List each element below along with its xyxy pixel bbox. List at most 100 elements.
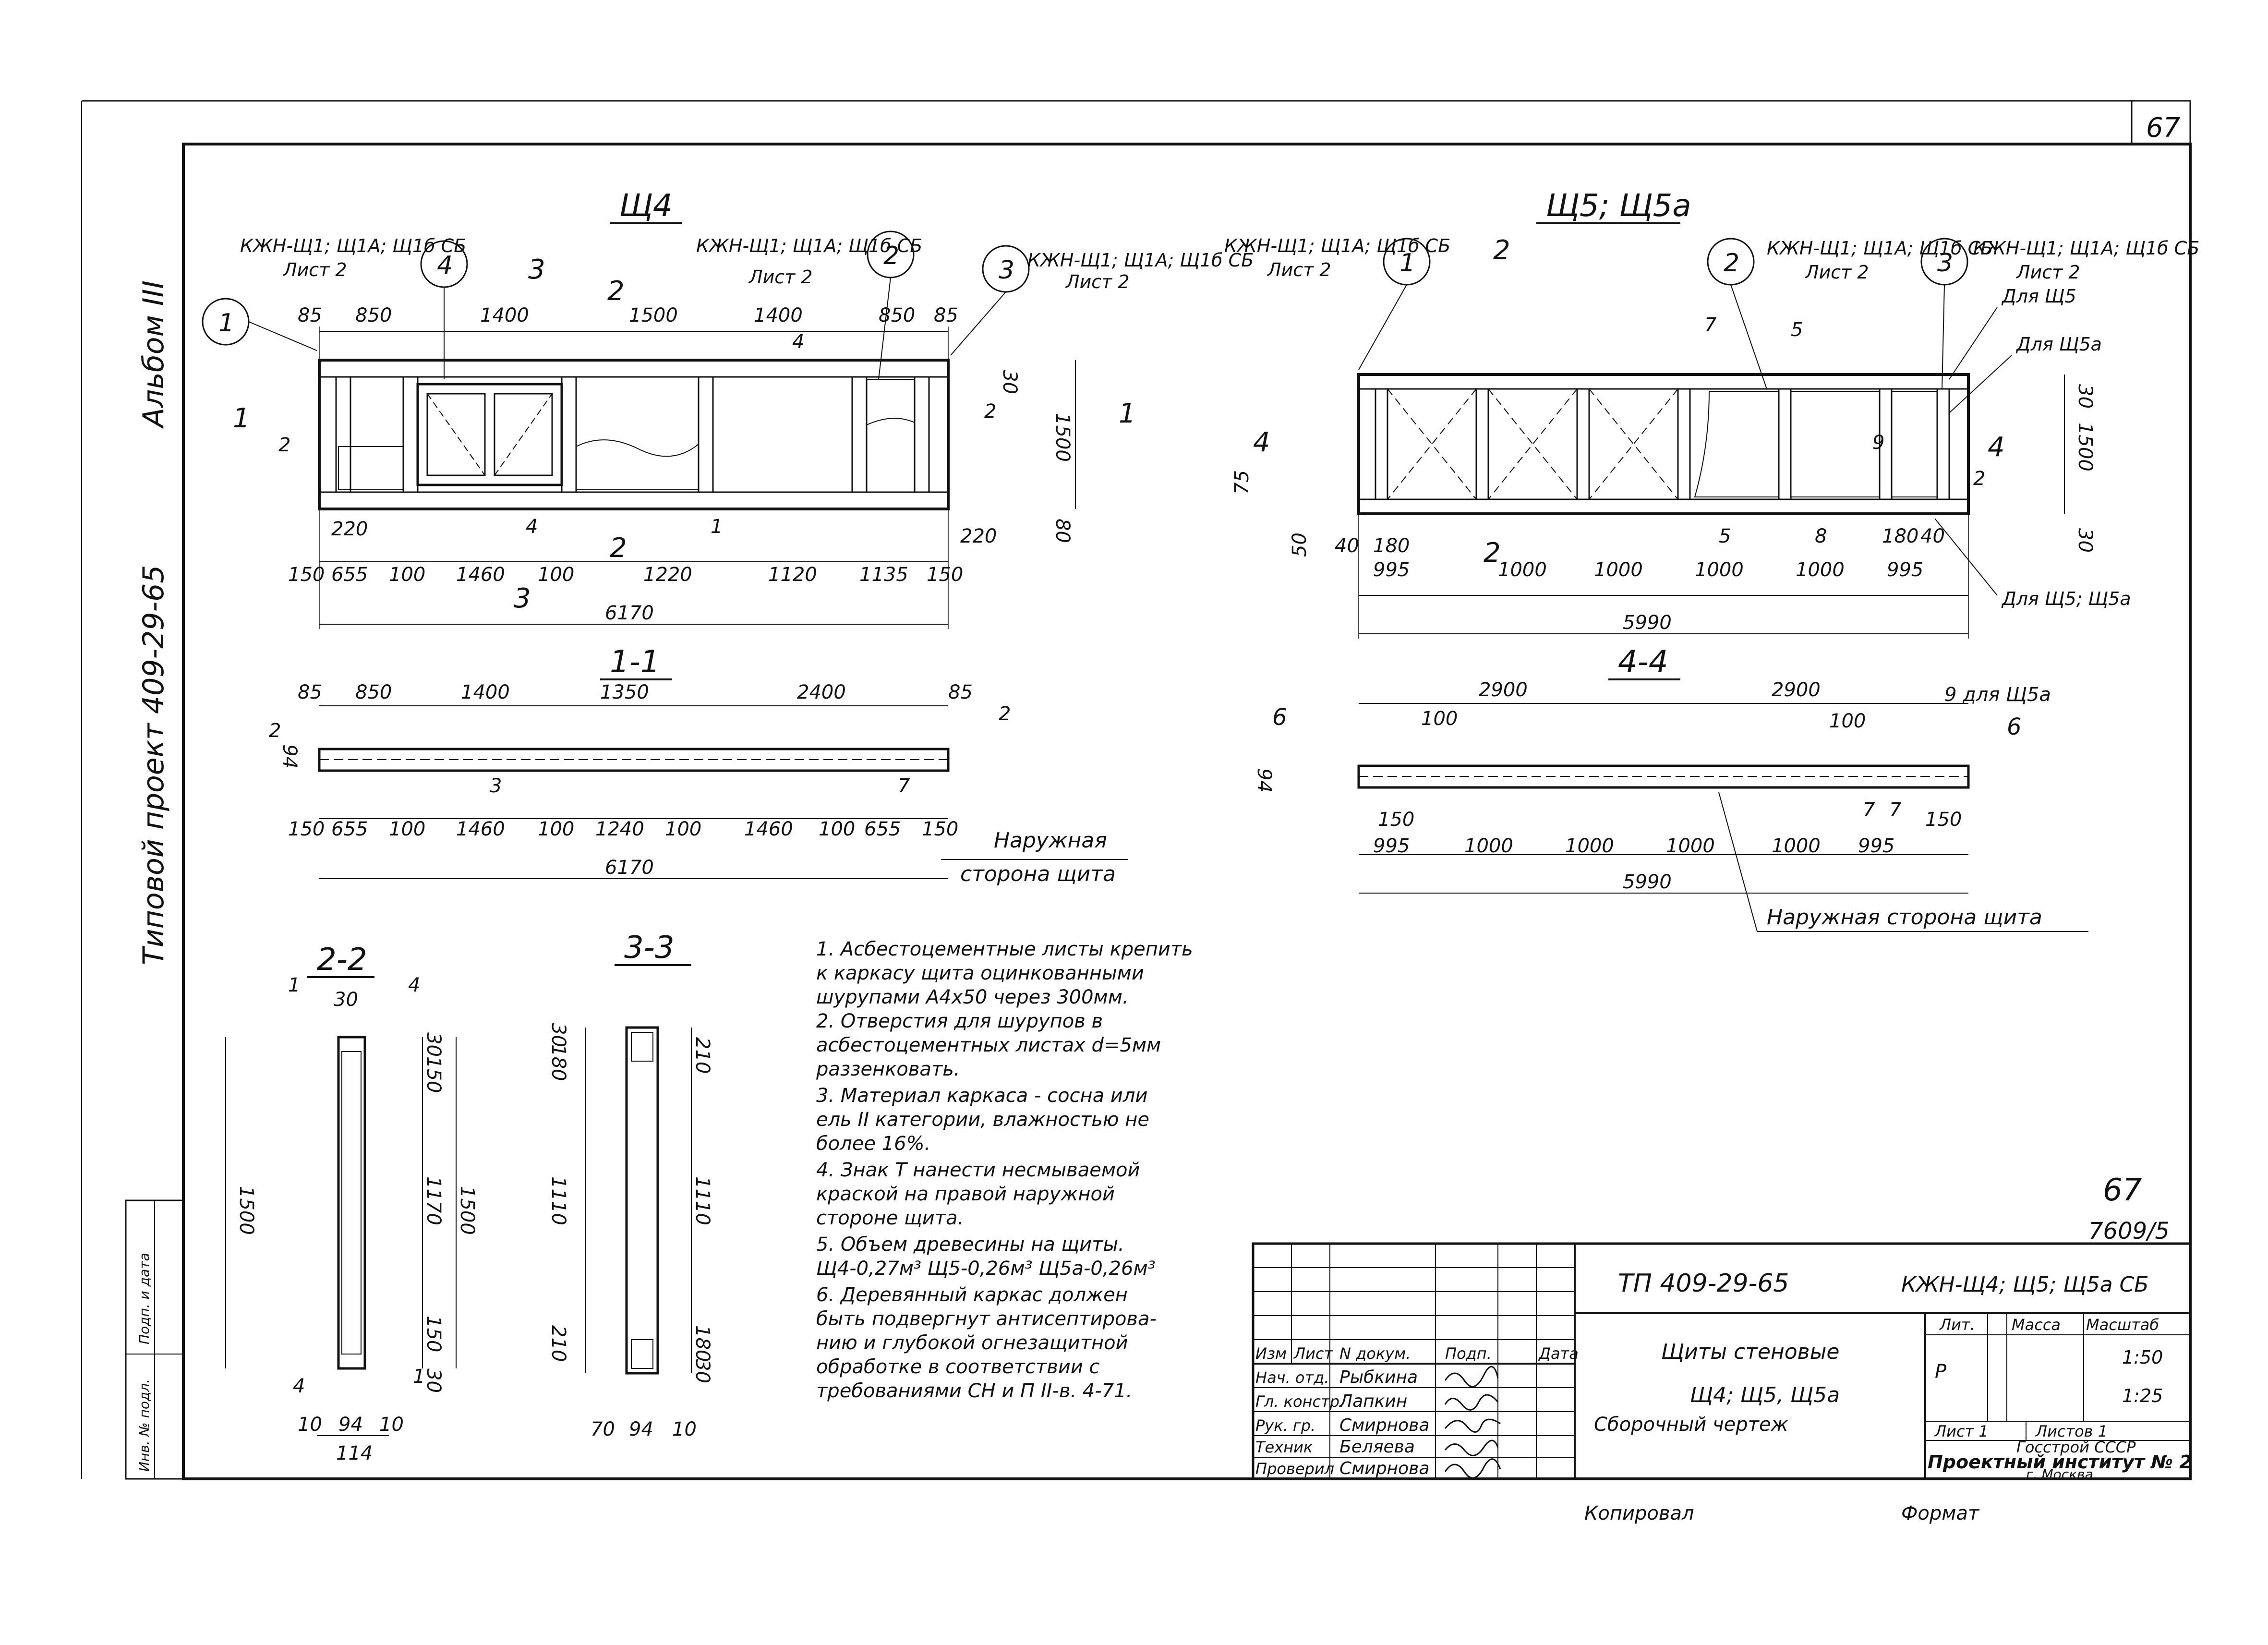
shch4-sec-3-top: 3 [528, 254, 545, 285]
note-line: 1. Асбестоцементные листы крепить [816, 938, 1193, 960]
shch5-callout-3: 3 [1937, 249, 1953, 278]
sec44-edge-1: 150 [1378, 809, 1414, 831]
tb-org-3: г. Москва [2026, 1466, 2093, 1482]
tb-role: Рук. гр. [1255, 1416, 1315, 1435]
sec33-r-1110: 1110 [691, 1176, 713, 1225]
shch4-side-80: 80 [1051, 519, 1074, 543]
sec11-title: 1-1 [610, 644, 660, 680]
note-line: требованиями СН и П II-в. 4-71. [816, 1380, 1132, 1402]
shch4-top-dim: 850 [879, 304, 915, 327]
tb-scale-2: 1:25 [2122, 1385, 2163, 1406]
shch4-sec-1-right: 1 [1119, 398, 1136, 429]
shch4-sec-1-left: 1 [233, 403, 250, 434]
view-shch4: Щ4 КЖН-Щ1; Щ1А; Щ1б СБ Лист 2 КЖН-Щ1; Щ1… [202, 188, 1254, 629]
sec22-r-30b: 30 [422, 1368, 445, 1393]
shch4-ref-mid: КЖН-Щ1; Щ1А; Щ1б СБ [696, 235, 922, 256]
shch4-top-dim: 85 [934, 304, 958, 327]
section-4-4: 4-4 5990 2900 2900 100 100 150 150 94 6 … [1253, 644, 2088, 932]
shch4-bottom-dim: 100 [538, 564, 574, 586]
shch4-bottom-dim: 1120 [768, 564, 817, 586]
note-line: асбестоцементных листах d=5мм [816, 1034, 1161, 1056]
sec33-l-30: 30 [547, 1023, 569, 1047]
note-line: 3. Материал каркаса - сосна или [816, 1085, 1148, 1107]
shch4-title: Щ4 [619, 188, 673, 224]
tb-col-header: Изм [1255, 1344, 1287, 1363]
sec44-mark-7a: 7 [1863, 799, 1875, 821]
tb-name-3: Сборочный чертеж [1594, 1414, 1788, 1436]
shch5-ref-mid: КЖН-Щ1; Щ1А; Щ1б СБ [1767, 238, 1993, 259]
shch5-callout-1: 1 [1399, 249, 1415, 278]
sec11-outer: Наружная [994, 828, 1107, 853]
tb-sheet: Лист 1 [1934, 1422, 1989, 1440]
shch5-sec-2-top: 2 [1493, 235, 1510, 266]
shch4-ref-left: КЖН-Щ1; Щ1А; Щ1б СБ [240, 235, 466, 256]
sec33-l-180: 180 [547, 1044, 569, 1081]
tb-col-header: Подп. [1445, 1344, 1492, 1363]
tb-person: Беляева [1339, 1437, 1415, 1457]
shch5-bottom-dim: 1000 [1594, 559, 1643, 581]
sec11-bottom-dim: 100 [665, 818, 701, 840]
shch5-mark-5-bottom: 5 [1719, 525, 1731, 547]
shch4-bottom-dim: 1135 [859, 564, 908, 586]
shch4-mark-2-right: 2 [984, 400, 996, 423]
tb-person: Смирнова [1339, 1415, 1429, 1435]
tb-scale-1: 1:50 [2122, 1347, 2163, 1368]
shch5-total: 5990 [1623, 612, 1672, 634]
tb-name-1: Щиты стеновые [1661, 1340, 1839, 1364]
sec44-bottom-dim: 1000 [1565, 835, 1614, 857]
sec22-mark-1-bottom: 1 [413, 1366, 425, 1388]
shch4-callout-4: 4 [437, 251, 453, 280]
shch5-sec-4-left: 4 [1253, 427, 1270, 458]
tb-col-header: N докум. [1339, 1344, 1411, 1363]
shch4-top-dim: 85 [298, 304, 322, 327]
note-line: 2. Отверстия для шурупов в [816, 1010, 1103, 1032]
sign-date-label: Подп. и дата [136, 1253, 152, 1344]
shch4-ref-right-sheet: Лист 2 [1065, 271, 1130, 292]
stamp-column [125, 1199, 184, 1480]
tb-project-code: ТП 409-29-65 [1618, 1269, 1789, 1298]
shch4-side-1500: 1500 [1051, 413, 1074, 462]
shch5-side-50: 50 [1289, 532, 1311, 557]
tb-person: Рыбкина [1339, 1367, 1418, 1387]
sec11-thk: 94 [278, 744, 301, 769]
page-number-2: 67 [2103, 1173, 2142, 1208]
shch5-bottom-dim: 995 [1373, 559, 1410, 581]
sec33-title: 3-3 [624, 930, 675, 966]
album-label: Альбом III [137, 280, 170, 429]
tb-scale-header: Масштаб [2086, 1316, 2159, 1334]
sec22-right-1500: 1500 [456, 1186, 478, 1235]
tb-role: Проверил [1255, 1460, 1334, 1478]
shch5-ref-left-sheet: Лист 2 [1267, 259, 1331, 280]
sec11-bottom-dim: 655 [864, 818, 901, 840]
sec11-total: 6170 [605, 857, 654, 879]
sec11-top-dim: 1350 [600, 681, 649, 703]
note-line: 5. Объем древесины на щиты. [816, 1234, 1124, 1256]
note-line: раззенковать. [816, 1058, 960, 1080]
shch5-sec-4-right: 4 [1988, 432, 2005, 463]
shch5-small-180-l: 180 [1373, 535, 1410, 557]
shch4-top-dim: 1400 [754, 304, 803, 327]
sec11-bottom-dim: 1240 [595, 818, 644, 840]
shch5-bottom-dim: 1000 [1498, 559, 1547, 581]
sec44-outer: Наружная сторона щита [1767, 905, 2042, 930]
shch5-ref-mid-sheet: Лист 2 [1804, 262, 1869, 283]
note-line: краской на правой наружной [816, 1183, 1115, 1205]
sec44-title: 4-4 [1618, 644, 1668, 680]
sec44-thk: 94 [1253, 768, 1275, 793]
tb-sheets: Листов 1 [2035, 1422, 2108, 1440]
shch4-bottom-dim: 100 [389, 564, 425, 586]
sec22-b-10a: 10 [298, 1414, 322, 1436]
sec33-b-70: 70 [591, 1418, 615, 1440]
sec22-b-94: 94 [338, 1414, 363, 1436]
sec22-b-10b: 10 [379, 1414, 404, 1436]
format-label: Формат [1901, 1502, 1980, 1524]
section-2-2: 2-2 30 1500 1500 30 150 1170 150 30 10 9… [225, 942, 478, 1464]
sec22-r-150a: 150 [422, 1056, 445, 1093]
shch4-top-dim: 850 [355, 304, 392, 327]
archive-number: 7609/5 [2088, 1218, 2170, 1245]
shch4-mark-4-bottom: 4 [526, 516, 538, 538]
shch4-callout-1: 1 [218, 309, 234, 338]
sec44-top-1: 2900 [1479, 679, 1528, 701]
sec44-small-1: 100 [1421, 708, 1458, 730]
sec44-bottom-dims: 995 1000 1000 1000 1000 995 [1373, 835, 1894, 857]
